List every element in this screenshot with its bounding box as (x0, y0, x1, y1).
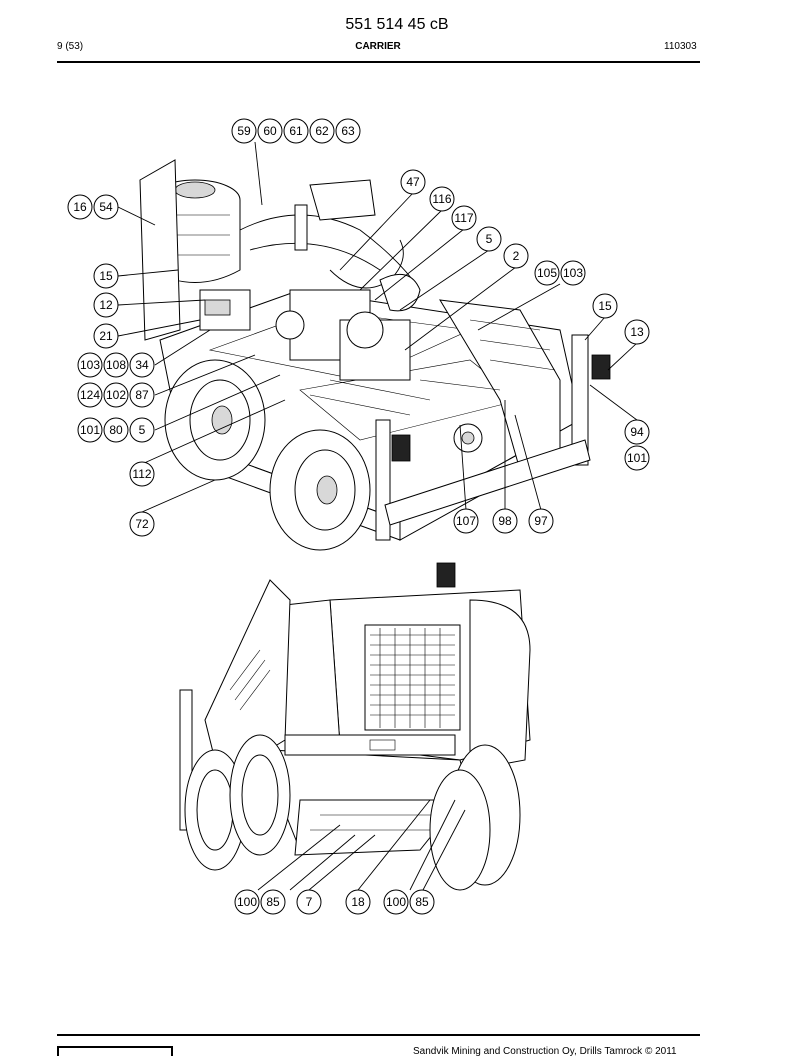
svg-text:108: 108 (106, 358, 126, 372)
callout-94: 94 (624, 419, 650, 445)
svg-text:18: 18 (351, 895, 365, 909)
callout-105: 105 (534, 260, 560, 286)
callout-62: 62 (309, 118, 335, 144)
svg-text:98: 98 (498, 514, 512, 528)
footer-copyright: Sandvik Mining and Construction Oy, Dril… (413, 1046, 677, 1057)
carrier-top-view (139, 159, 611, 551)
callout-72: 72 (129, 511, 155, 537)
callout-54: 54 (93, 194, 119, 220)
svg-text:100: 100 (386, 895, 406, 909)
svg-text:97: 97 (534, 514, 548, 528)
svg-text:85: 85 (266, 895, 280, 909)
callout-15-right: 15 (592, 293, 618, 319)
svg-text:63: 63 (341, 124, 355, 138)
callout-60: 60 (257, 118, 283, 144)
svg-text:124: 124 (80, 388, 100, 402)
svg-text:2: 2 (513, 249, 520, 263)
svg-text:5: 5 (486, 232, 493, 246)
svg-text:15: 15 (598, 299, 612, 313)
callout-98: 98 (492, 508, 518, 534)
svg-text:100: 100 (237, 895, 257, 909)
callout-108: 108 (103, 352, 129, 378)
callout-101-left: 101 (77, 417, 103, 443)
svg-text:107: 107 (456, 514, 476, 528)
callout-116: 116 (429, 186, 455, 212)
callout-5-lower: 5 (129, 417, 155, 443)
svg-text:62: 62 (315, 124, 329, 138)
svg-text:102: 102 (106, 388, 126, 402)
svg-text:112: 112 (132, 467, 151, 481)
callout-103-right: 103 (560, 260, 586, 286)
svg-text:21: 21 (99, 329, 113, 343)
callout-85-left: 85 (260, 889, 286, 915)
callout-34: 34 (129, 352, 155, 378)
callout-18: 18 (345, 889, 371, 915)
svg-text:101: 101 (80, 423, 100, 437)
svg-text:94: 94 (630, 425, 644, 439)
svg-text:101: 101 (627, 451, 647, 465)
callout-15-left: 15 (93, 263, 119, 289)
callout-85-right: 85 (409, 889, 435, 915)
leader-lines-top (117, 141, 638, 513)
svg-text:61: 61 (289, 124, 303, 138)
svg-text:13: 13 (630, 325, 644, 339)
svg-text:116: 116 (432, 192, 451, 206)
footer-rule (57, 1034, 700, 1036)
svg-text:103: 103 (80, 358, 100, 372)
svg-text:87: 87 (135, 388, 149, 402)
callout-100-left: 100 (234, 889, 260, 915)
callouts-bottom: 100 85 7 18 100 85 (234, 889, 435, 915)
callout-112: 112 (129, 461, 155, 487)
callout-87: 87 (129, 382, 155, 408)
date-code: 110303 (664, 41, 697, 52)
svg-text:105: 105 (537, 266, 557, 280)
callout-63: 63 (335, 118, 361, 144)
callouts-top: 59 60 61 62 63 47 116 117 5 2 105 103 15… (67, 118, 650, 537)
callout-100-right: 100 (383, 889, 409, 915)
callout-124: 124 (77, 382, 103, 408)
callout-107: 107 (453, 508, 479, 534)
callout-47: 47 (400, 169, 426, 195)
svg-text:16: 16 (73, 200, 87, 214)
section-title: CARRIER (355, 41, 401, 52)
leader-lines-bottom (257, 799, 466, 891)
callout-21: 21 (93, 323, 119, 349)
svg-text:5: 5 (139, 423, 146, 437)
svg-text:72: 72 (135, 517, 149, 531)
svg-text:15: 15 (99, 269, 113, 283)
callout-5-upper: 5 (476, 226, 502, 252)
callout-101-right: 101 (624, 445, 650, 471)
document-number: 551 514 45 cB (345, 16, 449, 33)
callout-59: 59 (231, 118, 257, 144)
svg-text:60: 60 (263, 124, 277, 138)
svg-text:85: 85 (415, 895, 429, 909)
svg-text:117: 117 (454, 211, 473, 225)
svg-text:59: 59 (237, 124, 251, 138)
sandvik-logo (57, 1046, 173, 1056)
svg-text:34: 34 (135, 358, 149, 372)
callout-80: 80 (103, 417, 129, 443)
callout-102: 102 (103, 382, 129, 408)
svg-text:54: 54 (99, 200, 113, 214)
svg-text:7: 7 (306, 895, 313, 909)
header-rule (57, 61, 700, 63)
callout-7: 7 (296, 889, 322, 915)
svg-text:47: 47 (406, 175, 420, 189)
callout-2: 2 (503, 243, 529, 269)
callout-97: 97 (528, 508, 554, 534)
svg-text:103: 103 (563, 266, 583, 280)
callout-12: 12 (93, 292, 119, 318)
carrier-bottom-view (179, 562, 531, 891)
page-reference: 9 (53) (57, 41, 84, 52)
callout-13: 13 (624, 319, 650, 345)
callout-103-left: 103 (77, 352, 103, 378)
callout-61: 61 (283, 118, 309, 144)
svg-text:80: 80 (109, 423, 123, 437)
callout-16: 16 (67, 194, 93, 220)
svg-text:12: 12 (99, 298, 113, 312)
callout-117: 117 (451, 205, 477, 231)
